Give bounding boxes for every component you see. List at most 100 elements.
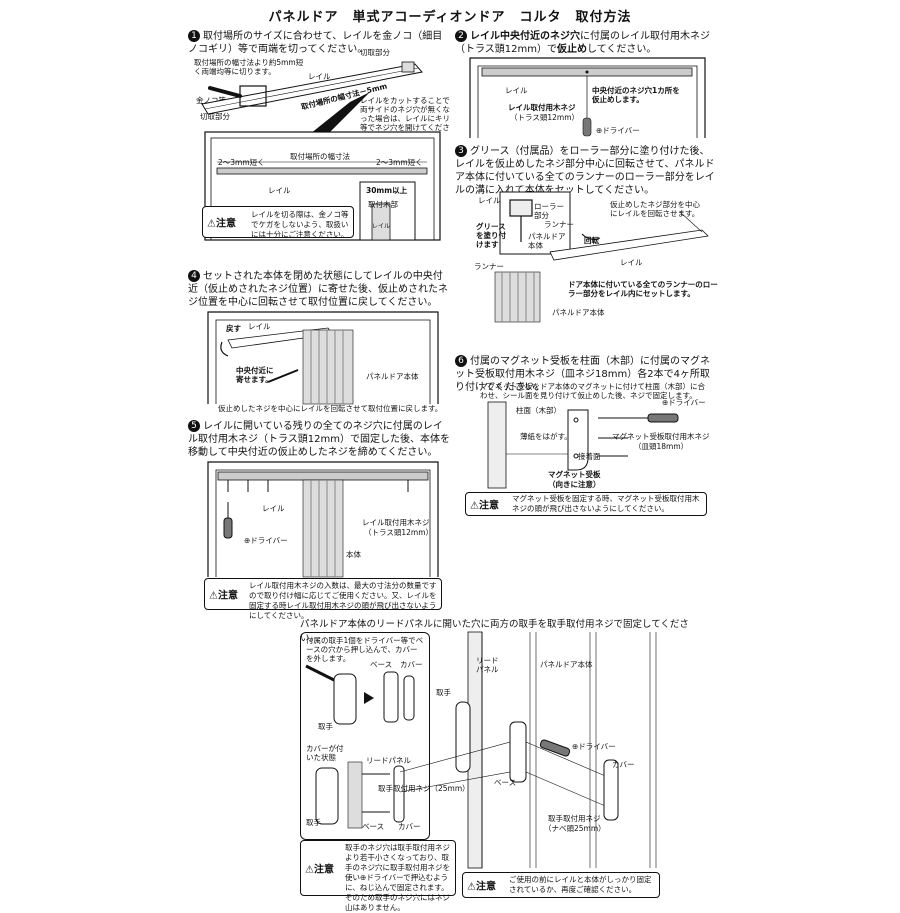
step-2-label-screw: レイル取付用木ネジ <box>508 103 576 112</box>
step-6-label-magnet: マグネット受板 <box>548 470 601 479</box>
handle-label-cover-3: カバー <box>612 760 635 769</box>
step-2-label-rail: レイル <box>505 86 528 95</box>
handle-label-handle: 取手 <box>318 722 333 731</box>
step-6-subnote: マグネット受板をドア本体のマグネットに付けて柱面（木部）に合わせ、シール面を見り… <box>480 382 705 400</box>
step-4-label-return: 戻す <box>226 324 241 333</box>
step-2-label-temp: 中央付近のネジ穴1カ所を仮止めします。 <box>592 86 680 104</box>
step-6-caution-title: ⚠注意 <box>470 500 499 512</box>
step-number-4: 4 <box>188 270 200 282</box>
step-2-text-bold: レイル中央付近のネジ穴 <box>470 31 580 42</box>
step-number-1: 1 <box>188 30 200 42</box>
step-1-caution: ⚠注意 レイルを切る際は、金ノコ等でケガをしないよう、取扱いには十分にご注意くだ… <box>202 206 354 239</box>
step-3-diagram <box>494 191 709 323</box>
step-2-text-bold-2: 仮止め <box>557 44 588 55</box>
step-5-text: レイルに開いている残りの全てのネジ穴に付属のレイル取付用木ネジ（トラス頭12mm… <box>188 421 451 458</box>
step-3-label-runner: ランナー <box>544 220 574 229</box>
handle-label-lead-panel: リードパネル <box>476 656 499 674</box>
step-number-2: 2 <box>455 30 467 42</box>
step-2-label-driver: ⊕ドライバー <box>596 126 640 135</box>
handle-label-cover-2: カバー <box>398 822 421 831</box>
step-1-label-mount: 取付木部 <box>368 200 398 209</box>
step-5-label-rail: レイル <box>262 504 285 513</box>
step-number-5: 5 <box>188 420 200 432</box>
step-1-label-cut-part: 切取部分 <box>360 48 390 57</box>
handle-main-diagram <box>399 631 657 869</box>
step-5-caution-text: レイル取付用木ネジの入数は、最大の寸法分の数量ですので取り付け幅に応じてご使用く… <box>249 581 437 620</box>
handle-label-lead: リードパネル <box>366 756 411 765</box>
step-2-text-rest: に付属のレイル取付用木ネジ（トラス頭12mm）で <box>455 31 710 55</box>
step-6-label-contact: 接着面 <box>578 452 601 461</box>
handle-heading: パネルドア本体のリードパネルに開いた穴に両方の取手を取手取付用ネジで固定してくだ… <box>300 619 689 644</box>
step-1-label-30mm: 30mm以上 <box>366 186 408 195</box>
step-1-label-width: 取付場所の幅寸法 <box>290 152 350 161</box>
step-5-label-screw: レイル取付用木ネジ <box>362 518 430 527</box>
step-1-caution-text: レイルを切る際は、金ノコ等でケガをしないよう、取扱いには十分にご注意ください。 <box>251 210 349 239</box>
step-6-caution: ⚠注意 マグネット受板を固定する時、マグネット受板取付用木ネジの頭が飛び出さない… <box>465 492 707 516</box>
step-3-label-runner-2: ランナー <box>474 262 504 271</box>
handle-label-body: パネルドア本体 <box>540 660 593 669</box>
step-6-label-direction: （向きに注意） <box>548 480 601 489</box>
step-1-label-saw: 金ノコ等 <box>196 96 226 105</box>
handle-caution-2: ⚠注意 ご使用の前にレイルと本体がしっかり固定されているか、再度ご確認ください。 <box>462 872 660 898</box>
step-6-text: 付属のマグネット受板を柱面（木部）に付属のマグネット受板取付用木ネジ（皿ネジ18… <box>455 356 710 393</box>
step-6-label-screw: マグネット受板取付用木ネジ <box>612 432 710 441</box>
handle-label-handle-2: 取手 <box>306 818 321 827</box>
handle-label-screw-2: 取手取付用ネジ <box>548 814 601 823</box>
step-1-text: 取付場所のサイズに合わせて、レイルを金ノコ（細目ノコギリ）等で両端を切ってくださ… <box>188 31 443 55</box>
step-5-caution-title: ⚠注意 <box>209 590 238 602</box>
handle-label-attached: カバーが付いた状態 <box>306 744 344 762</box>
handle-label-driver: ⊕ドライバー <box>572 742 616 751</box>
step-6-diagram <box>487 401 679 489</box>
handle-caution-2-text: ご使用の前にレイルと本体がしっかり固定されているか、再度ご確認ください。 <box>509 875 652 894</box>
step-1-label-2-3-right: 2～3mm短く <box>376 158 423 167</box>
step-2-label-screw-sub: （トラス頭12mm） <box>510 113 580 122</box>
step-3-label-rotate: 回転 <box>584 236 599 245</box>
handle-caution-1: ⚠注意 取手のネジ穴は取手取付用ネジより若干小さくなっており、取手のネジ穴に取手… <box>300 840 456 912</box>
step-3-label-body: パネルドア本体 <box>528 232 566 250</box>
step-4-diagram <box>207 311 439 405</box>
step-1-caution-title: ⚠注意 <box>207 218 236 230</box>
step-2-text-end: してください。 <box>587 44 657 55</box>
handle-caution-2-title: ⚠注意 <box>467 881 496 893</box>
handle-detail-box <box>300 632 430 840</box>
step-3-text: グリース（付属品）をローラー部分に塗り付けた後、レイルを仮止めしたネジ部分中心に… <box>455 146 715 196</box>
step-3-label-rotate-note: 仮止めしたネジ部分を中心にレイルを回転させます。 <box>610 200 700 218</box>
handle-label-screw-2-sub: （ナベ頭25mm） <box>544 824 606 833</box>
step-3-label-set-note: ドア本体に付いている全てのランナーのローラー部分をレイル内にセットします。 <box>568 280 718 298</box>
handle-label-base-3: ベース <box>494 778 517 787</box>
step-3-label-rail-2: レイル <box>620 258 643 267</box>
step-5-diagram <box>207 461 439 578</box>
handle-box-note: 付属の取手1個をドライバー等でベースの穴から押し込んで、カバーを外します。 <box>306 636 424 663</box>
step-5-label-body: 本体 <box>346 550 361 559</box>
step-1-label-cut-part-2: 切取部分 <box>200 112 230 121</box>
step-5-label-screw-sub: （トラス頭12mm） <box>364 528 434 537</box>
step-6-label-driver: ⊕ドライバー <box>662 398 706 407</box>
step-6-label-screw-sub: （皿頭18mm） <box>634 442 689 451</box>
handle-label-cover: カバー <box>400 660 423 669</box>
step-number-3: 3 <box>455 145 467 157</box>
step-2-diagram <box>469 57 706 138</box>
step-4-label-center: 中央付近に寄せます。 <box>236 366 274 384</box>
step-6-label-peel: 薄紙をはがす。 <box>520 432 572 441</box>
step-1-label-2-3-left: 2～3mm短く <box>218 158 265 167</box>
page-title: パネルドア 単式アコーディオンドア コルタ 取付方法 <box>268 10 632 25</box>
handle-assembled-diagram <box>315 761 405 829</box>
step-4-text: セットされた本体を閉めた状態にしてレイルの中央付近（仮止めされたネジ位置）に寄せ… <box>188 271 448 308</box>
step-1-cut-note: 取付場所の幅寸法より約5mm短く両端均等に切ります。 <box>194 58 304 76</box>
step-4-caption: 仮止めしたネジを中心にレイルを回転させて取付位置に戻します。 <box>218 404 443 413</box>
step-6-caution-text: マグネット受板を固定する時、マグネット受板取付用木ネジの頭が飛び出さないようにし… <box>512 494 700 513</box>
step-3-label-body-2: パネルドア本体 <box>552 308 605 317</box>
handle-label-handle-3: 取手 <box>436 688 451 697</box>
step-5-caution: ⚠注意 レイル取付用木ネジの入数は、最大の寸法分の数量ですので取り付け幅に応じて… <box>204 578 442 620</box>
step-1-label-rail-3: レイル <box>372 223 391 230</box>
step-1-label-rail: レイル <box>308 72 331 81</box>
step-4-label-rail: レイル <box>248 322 271 331</box>
handle-label-base-2: ベース <box>362 822 385 831</box>
handle-caution-1-title: ⚠注意 <box>305 864 334 876</box>
